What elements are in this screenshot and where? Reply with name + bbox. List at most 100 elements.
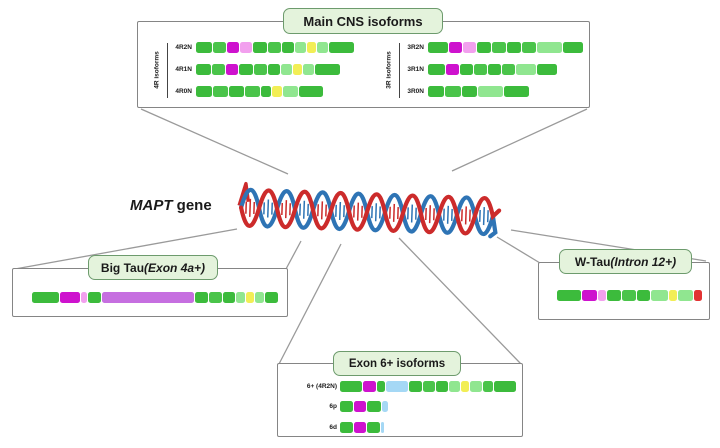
exon-segment-g bbox=[462, 86, 477, 97]
isoform-bar bbox=[196, 64, 340, 75]
group-3r-bracket-line bbox=[399, 43, 400, 98]
group-4r-rows: 4R2N 4R1N 4R0N bbox=[171, 42, 354, 97]
exon-segment-g2 bbox=[268, 42, 281, 53]
exon-segment-g bbox=[340, 401, 353, 412]
exon-segment-g bbox=[265, 292, 278, 303]
dna-rung bbox=[392, 203, 396, 222]
group-label-4r-isoforms: 4R isoforms bbox=[153, 51, 161, 89]
exon-segment-lg bbox=[651, 290, 668, 301]
callout-line-bigtau-left bbox=[14, 228, 238, 270]
exon-segment-g2 bbox=[483, 381, 493, 392]
isoform-row-6d: 6d bbox=[296, 422, 516, 433]
exon-segment-g bbox=[428, 64, 445, 75]
exon-segment-b bbox=[386, 381, 408, 392]
isoform-row-3r2n: 3R2N bbox=[403, 42, 583, 53]
mapt-gene-label: MAPT gene bbox=[130, 197, 212, 214]
exon-segment-y bbox=[307, 42, 316, 53]
main-cns-title-badge: Main CNS isoforms bbox=[283, 8, 443, 34]
isoform-label: 3R2N bbox=[407, 44, 424, 51]
exon-segment-g bbox=[409, 381, 422, 392]
big-tau-bar bbox=[32, 292, 278, 303]
exon-segment-lg bbox=[255, 292, 264, 303]
exon-segment-g bbox=[494, 381, 516, 392]
exon-segment-g bbox=[340, 381, 362, 392]
exon-segment-g bbox=[436, 381, 448, 392]
exon-segment-g bbox=[315, 64, 340, 75]
isoform-row-6p: 6p bbox=[296, 401, 516, 412]
exon-segment-g bbox=[196, 86, 212, 97]
exon-segment-y bbox=[246, 292, 254, 303]
exon-segment-lg bbox=[281, 64, 292, 75]
exon-segment-g bbox=[367, 401, 381, 412]
isoform-row-6plus: 6+ (4R2N) bbox=[296, 381, 516, 392]
isoform-row-3r1n: 3R1N bbox=[403, 64, 583, 75]
exon-segment-m bbox=[446, 64, 459, 75]
dna-rung bbox=[482, 207, 485, 226]
exon-segment-g bbox=[428, 42, 448, 53]
isoform-bar bbox=[428, 64, 557, 75]
isoform-label: 6d bbox=[329, 424, 337, 431]
exon-segment-g2 bbox=[522, 42, 536, 53]
exon-segment-g bbox=[428, 86, 444, 97]
isoform-label: 4R1N bbox=[175, 66, 192, 73]
exon-segment-lg bbox=[449, 381, 460, 392]
w-tau-title: W-Tau bbox=[574, 254, 611, 269]
isoform-row-4r0n: 4R0N bbox=[171, 86, 354, 97]
callout-line-bigtau-right bbox=[285, 240, 302, 270]
exon-segment-m bbox=[363, 381, 376, 392]
dna-rung bbox=[356, 202, 360, 221]
exon-segment-g bbox=[367, 422, 380, 433]
exon-segment-y bbox=[461, 381, 469, 392]
exon-segment-p bbox=[240, 42, 252, 53]
dna-rung bbox=[266, 199, 270, 218]
exon-segment-v bbox=[102, 292, 194, 303]
exon-segment-g2 bbox=[212, 64, 225, 75]
exon-segment-g2 bbox=[492, 42, 506, 53]
callout-line-maincns-right bbox=[451, 108, 588, 172]
isoform-label: 4R2N bbox=[175, 44, 192, 51]
exon-segment-g bbox=[507, 42, 521, 53]
exon-segment-g bbox=[329, 42, 354, 53]
isoform-label: 6p bbox=[329, 403, 337, 410]
exon-segment-b bbox=[381, 422, 384, 433]
exon-segment-g bbox=[340, 422, 353, 433]
exon-segment-g bbox=[460, 64, 473, 75]
exon-segment-m bbox=[227, 42, 239, 53]
exon-segment-lg bbox=[470, 381, 482, 392]
exon-segment-g bbox=[557, 290, 581, 301]
exon-segment-m bbox=[449, 42, 462, 53]
big-tau-title: Big Tau bbox=[100, 260, 145, 275]
exon-segment-g2 bbox=[502, 64, 515, 75]
dna-rung bbox=[320, 201, 324, 220]
callout-line-exon6-right bbox=[398, 237, 522, 365]
exon-segment-g bbox=[607, 290, 621, 301]
exon-segment-g bbox=[196, 64, 211, 75]
exon-segment-g2 bbox=[245, 86, 260, 97]
exon-segment-g bbox=[299, 86, 323, 97]
mapt-gene-name: MAPT bbox=[130, 197, 173, 214]
mapt-gene-suffix: gene bbox=[172, 197, 212, 214]
exon-segment-g bbox=[537, 64, 557, 75]
isoform-label: 3R1N bbox=[407, 66, 424, 73]
exon-segment-lg bbox=[678, 290, 693, 301]
dna-rung bbox=[249, 198, 252, 217]
exon-segment-g bbox=[239, 64, 253, 75]
exon-segment-g2 bbox=[254, 64, 267, 75]
isoform-bar bbox=[196, 42, 354, 53]
dna-rungs bbox=[245, 198, 489, 226]
exon-segment-m bbox=[354, 422, 366, 433]
isoform-bar bbox=[428, 42, 583, 53]
exon-segment-g bbox=[253, 42, 267, 53]
exon-segment-g2 bbox=[209, 292, 222, 303]
isoform-row-4r1n: 4R1N bbox=[171, 64, 354, 75]
callout-line-wtau-left bbox=[496, 236, 541, 264]
exon-segment-g bbox=[377, 381, 385, 392]
exon-segment-lg bbox=[283, 86, 298, 97]
dna-rung bbox=[428, 205, 432, 224]
group-4r-bracket-line bbox=[167, 43, 168, 98]
w-tau-bar bbox=[557, 290, 702, 301]
exon-segment-p bbox=[81, 292, 87, 303]
isoform-bar bbox=[340, 401, 388, 412]
exon-segment-g bbox=[195, 292, 208, 303]
